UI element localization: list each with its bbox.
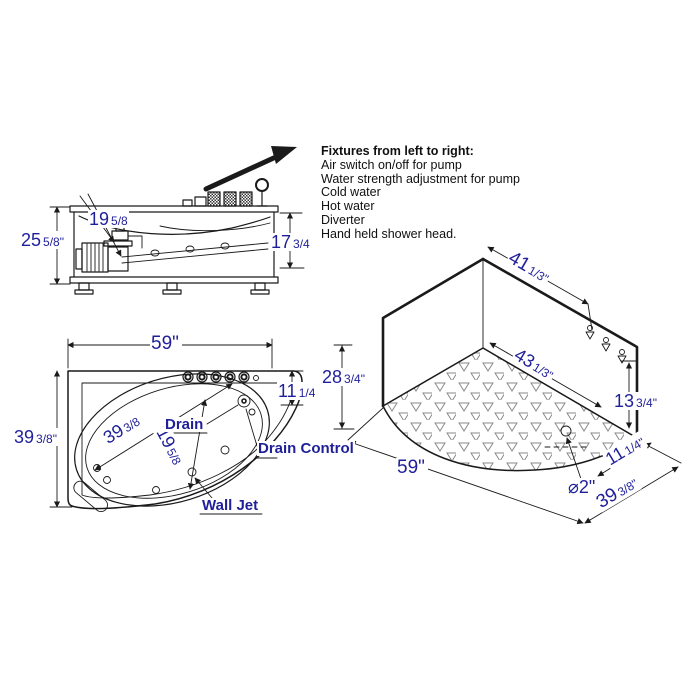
wall-jet-label: Wall Jet [201,497,260,514]
plan-view-drawing [49,338,304,515]
fixtures-note-line: Hot water [321,199,375,214]
dim-fraction: 1/4 [298,386,316,400]
dim-number: 25 [21,230,42,250]
fixtures-note-line: Cold water [321,185,381,200]
deck-fixtures-side [182,178,269,207]
fixtures-note: Fixtures from left to right: Air switch … [321,144,520,242]
tub-feet [74,282,270,295]
wall-jets-iso [585,325,627,364]
dim-fraction: 3/8" [36,432,57,446]
fixtures-note-line: Water strength adjustment for pump [321,171,520,186]
pointer-arrow-icon [203,146,297,192]
fixtures-note-line: Diverter [321,212,365,227]
dim-number: 13 [614,391,635,411]
drain-control-label: Drain Control [257,440,355,457]
pump-drawing [75,225,143,273]
dim-fraction: 3/4" [344,372,365,386]
side-view-drawing [49,178,305,295]
dim-number: 17 [271,232,292,252]
dim-number: 19 [89,209,110,229]
dim-number: 59" [397,457,425,478]
dim-number: 59" [151,333,179,354]
fixtures-note-title: Fixtures from left to right: [321,144,474,158]
iso-view-drawing [333,246,682,525]
dim-number: 11 [278,381,297,401]
drain-hole-iso [560,425,572,437]
dim-number: 28 [322,367,343,387]
deck-fixtures-plan [182,371,259,383]
dim-number: ⌀2" [568,477,596,497]
fixtures-note-line: Hand held shower head. [321,226,457,241]
fixtures-note-line: Air switch on/off for pump [321,157,462,172]
dim-iso-drain-diameter: ⌀2" [567,477,599,497]
dim-fraction: 5/8" [43,235,64,249]
dim-fraction: 5/8 [111,214,128,228]
dim-fraction: 3/4 [293,237,310,251]
dim-iso-front-edge: 59" [396,458,428,477]
dim-plan-width: 59" [150,334,182,353]
dim-fraction: 3/4" [636,396,657,410]
dim-number: 39 [14,427,35,447]
drain-label: Drain [164,416,205,433]
